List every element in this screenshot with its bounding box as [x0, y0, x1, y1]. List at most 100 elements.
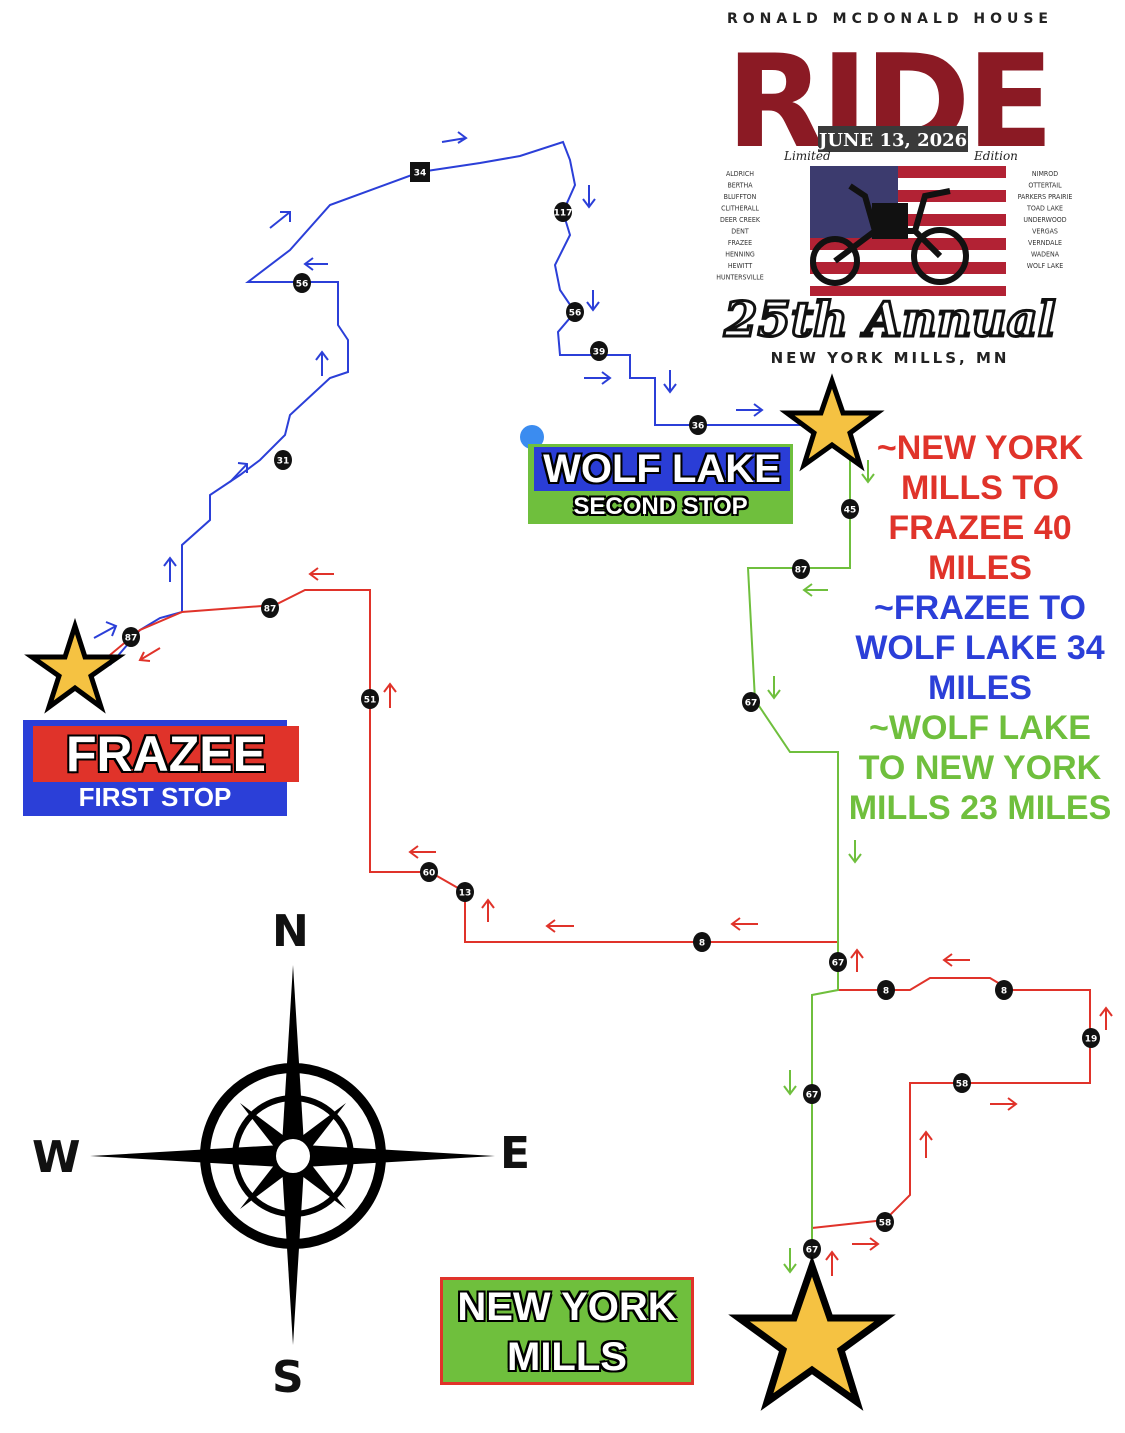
frazee-star-icon: [24, 617, 126, 714]
route-shield-red-6: 8: [877, 980, 895, 1000]
frazee-stop-label: FIRST STOP: [78, 782, 232, 812]
logo-town-name: HENNING: [725, 251, 755, 259]
logo-town-name: WADENA: [1031, 251, 1060, 259]
logo-town-name: UNDERWOOD: [1023, 216, 1066, 224]
route-shield-label: 51: [364, 696, 377, 706]
frazee-stop-sign: FRAZEE FIRST STOP: [23, 720, 299, 816]
route-shield-blue-4: 36: [689, 415, 707, 435]
event-logo: RONALD MCDONALD HOUSE RIDE JUNE 13, 2026…: [700, 6, 1090, 376]
logo-org-text: RONALD MCDONALD HOUSE: [727, 11, 1053, 27]
route-shield-label: 8: [699, 939, 705, 949]
route-shield-blue-5: 56: [566, 302, 584, 322]
logo-town-name: NIMROD: [1032, 170, 1058, 178]
logo-title-text: RIDE: [726, 28, 1050, 177]
logo-town-name: DENT: [731, 228, 749, 236]
route-shield-red-7: 8: [995, 980, 1013, 1000]
route-shield-label: 31: [277, 457, 290, 467]
route-shield-green-4: 67: [803, 1239, 821, 1259]
logo-town-name: VERGAS: [1032, 228, 1058, 236]
logo-town-name: WOLF LAKE: [1027, 262, 1063, 270]
motorcycle-icon: [810, 183, 969, 286]
route-shield-red-4: 8: [693, 932, 711, 952]
compass-s: S: [272, 1352, 304, 1403]
route-shield-red-9: 58: [953, 1073, 971, 1093]
compass-n: N: [272, 906, 309, 957]
route-shield-label: 60: [423, 869, 436, 879]
legend-leg1: ~NEW YORK MILLS TO FRAZEE 40 MILES: [876, 429, 1084, 587]
route-shield-green-2: 67: [742, 692, 760, 712]
route-shield-green-3: 67: [803, 1084, 821, 1104]
route-shield-label: 19: [1085, 1035, 1098, 1045]
route-legend: ~NEW YORK MILLS TO FRAZEE 40 MILES ~FRAZ…: [842, 428, 1118, 828]
route-shield-label: 13: [459, 889, 472, 899]
route-shield-blue-3: 39: [590, 341, 608, 361]
route-shields: 34 117 56 39 36 56 31 87 87 51 60 13 8 67 8 8 19 58 58 45 87…: [122, 162, 1100, 1259]
logo-town-name: HEWITT: [728, 262, 753, 270]
logo-town-name: DEER CREEK: [720, 216, 761, 224]
route-shield-label: 67: [806, 1246, 819, 1256]
route-shield-label: 39: [593, 348, 606, 358]
route-shield-label: 56: [296, 280, 309, 290]
compass-w: W: [32, 1132, 81, 1183]
logo-location-text: NEW YORK MILLS, MN: [771, 349, 1010, 367]
legend-leg3: ~WOLF LAKE TO NEW YORK MILLS 23 MILES: [848, 709, 1112, 827]
route-shield-blue-2: 56: [293, 273, 311, 293]
route-shield-label: 67: [806, 1091, 819, 1101]
wolf-lake-star-icon: [779, 373, 885, 472]
route-shield-green-1: 87: [792, 559, 810, 579]
logo-town-name: PARKERS PRAIRIE: [1018, 193, 1073, 201]
route-shield-red-3: 13: [456, 882, 474, 902]
route-shield-label: 67: [832, 959, 845, 969]
logo-town-name: OTTERTAIL: [1028, 182, 1062, 190]
route-shield-label: 8: [883, 987, 889, 997]
compass-e: E: [500, 1128, 531, 1179]
route-shield-label: 87: [125, 634, 138, 644]
wolf-lake-stop-label: SECOND STOP: [573, 493, 748, 520]
route-shield-label: 58: [956, 1080, 969, 1090]
wolf-lake-name: WOLF LAKE: [534, 447, 790, 491]
logo-anniversary-text: 25th Annual: [723, 292, 1056, 348]
logo-town-name: BERTHA: [727, 182, 753, 190]
route-shield-red-10: 58: [876, 1212, 894, 1232]
route-shield-blue-7: 87: [122, 627, 140, 647]
route-shield-blue-6: 31: [274, 450, 292, 470]
logo-edition-right: Edition: [973, 149, 1018, 163]
route-shield-label: 34: [414, 169, 427, 179]
logo-edition-left: Limited: [783, 149, 831, 163]
route-shield-blue-0: 34: [410, 162, 430, 182]
compass-rose-icon: [90, 965, 495, 1345]
logo-town-name: BLUFFTON: [724, 193, 757, 201]
logo-town-name: FRAZEE: [728, 239, 752, 247]
new-york-mills-sign: NEW YORK MILLS: [440, 1277, 694, 1385]
logo-town-name: TOAD LAKE: [1026, 205, 1063, 213]
logo-town-name: ALDRICH: [726, 170, 754, 178]
logo-town-name: VERNDALE: [1028, 239, 1062, 247]
logo-date-text: JUNE 13, 2026: [817, 130, 967, 151]
route-shield-label: 87: [795, 566, 808, 576]
nym-name-line1: NEW YORK: [457, 1285, 677, 1329]
route-shield-red-2: 60: [420, 862, 438, 882]
route-shield-label: 67: [745, 699, 758, 709]
route-shield-green-0: 45: [841, 499, 859, 519]
route-shield-label: 117: [554, 209, 573, 219]
route-shield-blue-1: 117: [554, 202, 573, 222]
route-shield-label: 87: [264, 605, 277, 615]
route-shield-label: 58: [879, 1219, 892, 1229]
logo-town-name: HUNTERSVILLE: [716, 274, 763, 282]
route-shield-label: 36: [692, 422, 705, 432]
new-york-mills-star-icon: [728, 1255, 896, 1411]
selection-handle-top[interactable]: [520, 425, 544, 449]
route-shield-label: 56: [569, 309, 582, 319]
route-shield-red-8: 19: [1082, 1028, 1100, 1048]
direction-arrows: [93, 131, 1113, 1276]
frazee-name: FRAZEE: [33, 726, 299, 782]
route-wolf-lake-to-nym: [746, 440, 851, 1260]
logo-town-name: CLITHERALL: [721, 205, 759, 213]
wolf-lake-stop-sign[interactable]: WOLF LAKE SECOND STOP: [528, 444, 793, 524]
route-shield-label: 45: [844, 506, 857, 516]
route-shield-label: 8: [1001, 987, 1007, 997]
route-shield-red-0: 87: [261, 598, 279, 618]
nym-name-line2: MILLS: [507, 1335, 627, 1379]
route-shield-red-5: 67: [829, 952, 847, 972]
